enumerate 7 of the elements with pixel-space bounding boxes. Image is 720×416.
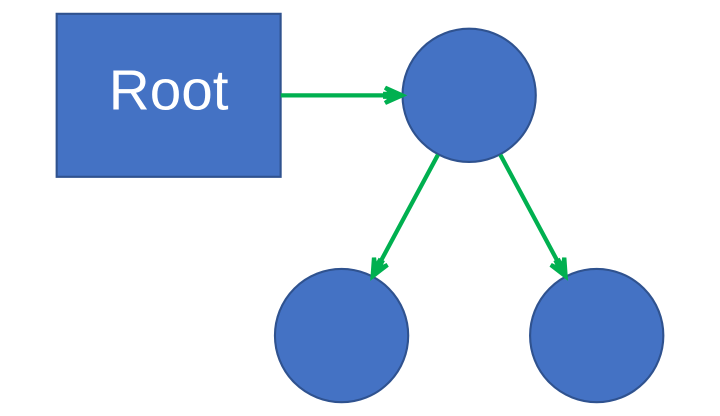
node-circle [274, 268, 410, 404]
node-box: Root [56, 12, 282, 178]
arrow [370, 154, 440, 278]
node-circle [529, 268, 664, 404]
arrow [498, 154, 568, 278]
node-circle [401, 28, 537, 163]
arrow [280, 86, 404, 106]
